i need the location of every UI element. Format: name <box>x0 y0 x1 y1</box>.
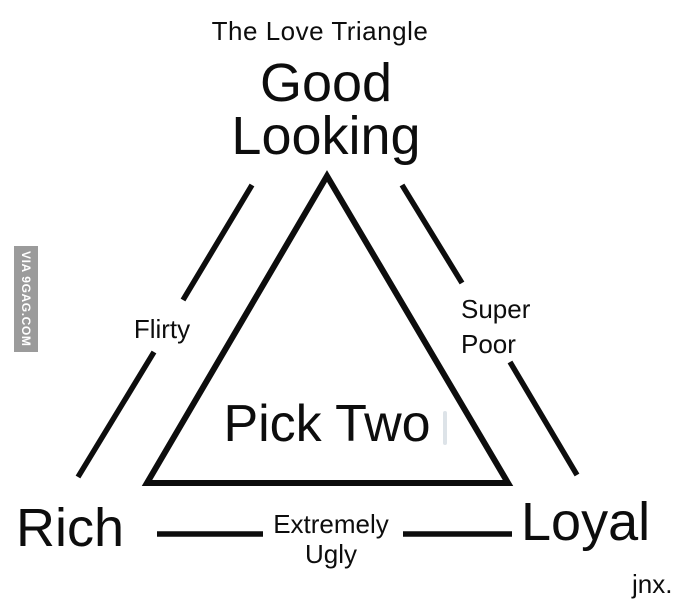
right-outer-line-lower <box>507 360 580 477</box>
edge-label-bottom-line1: Extremely <box>273 509 389 539</box>
edge-label-right-line2: Poor <box>461 329 516 359</box>
image-title: The Love Triangle <box>211 16 429 46</box>
vertex-label-bottom-left: Rich <box>16 498 125 558</box>
right-outer-line-upper <box>399 183 465 285</box>
vertex-label-bottom-right: Loyal <box>521 492 651 552</box>
edge-label-right: Super Poor <box>461 292 530 362</box>
center-label: Pick Two <box>223 395 431 453</box>
signature-text: jnx. <box>632 569 673 599</box>
edge-label-right-line1: Super <box>461 294 531 324</box>
edge-label-bottom: Extremely Ugly <box>231 509 431 569</box>
stray-mark <box>443 411 447 445</box>
watermark-text: VIA 9GAG.COM <box>19 251 33 347</box>
edge-label-bottom-line2: Ugly <box>304 539 357 569</box>
vertex-label-top-line2: Looking <box>231 106 421 166</box>
vertex-label-top-line1: Good <box>259 53 393 113</box>
edge-label-left: Flirty <box>133 314 191 344</box>
watermark-bar: VIA 9GAG.COM <box>14 246 38 352</box>
left-outer-line-lower <box>75 350 157 479</box>
vertex-label-top: Good Looking <box>0 53 652 166</box>
triangle-outline <box>141 170 514 486</box>
left-outer-line-upper <box>180 183 255 302</box>
